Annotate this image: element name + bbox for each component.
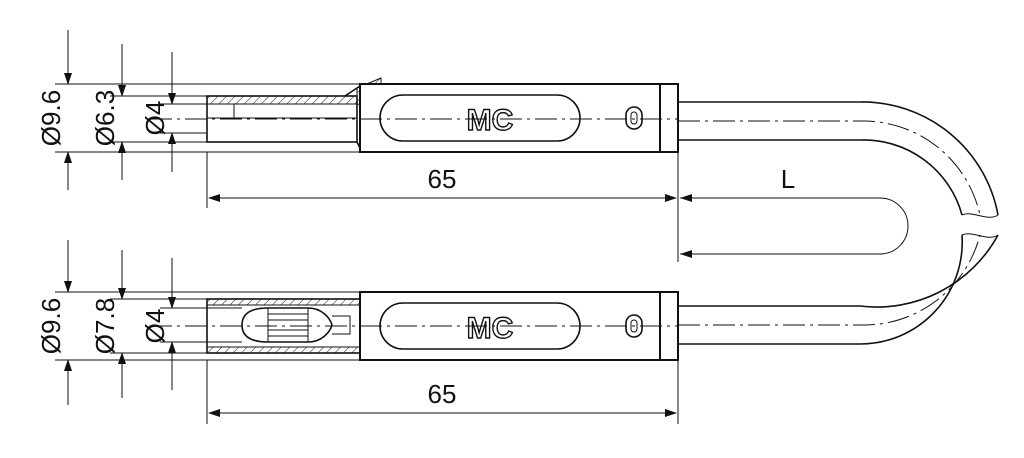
bottom-length-label: 65 <box>428 379 457 409</box>
top-diam-mid-label: Ø6.3 <box>90 90 120 146</box>
bottom-diam-inner-label: Ø4 <box>140 309 170 344</box>
bottom-logo-text: MC <box>467 312 514 345</box>
top-diam-inner-label: Ø4 <box>140 101 170 136</box>
top-dimensions: Ø9.6 Ø6.3 Ø4 65 <box>36 30 679 208</box>
cable-length-label: L <box>781 164 795 194</box>
bottom-connector: MC <box>150 291 679 361</box>
bottom-diam-outer-label: Ø9.6 <box>36 298 66 354</box>
top-diam-outer-label: Ø9.6 <box>36 90 66 146</box>
bottom-diam-mid-label: Ø7.8 <box>90 298 120 354</box>
cable <box>678 101 999 345</box>
top-length-label: 65 <box>428 164 457 194</box>
top-logo-text: MC <box>467 104 514 137</box>
top-connector: MC <box>150 77 679 153</box>
bottom-dimensions: Ø9.6 Ø7.8 Ø4 65 <box>36 240 679 424</box>
cable-length-dimension: L <box>677 164 909 262</box>
